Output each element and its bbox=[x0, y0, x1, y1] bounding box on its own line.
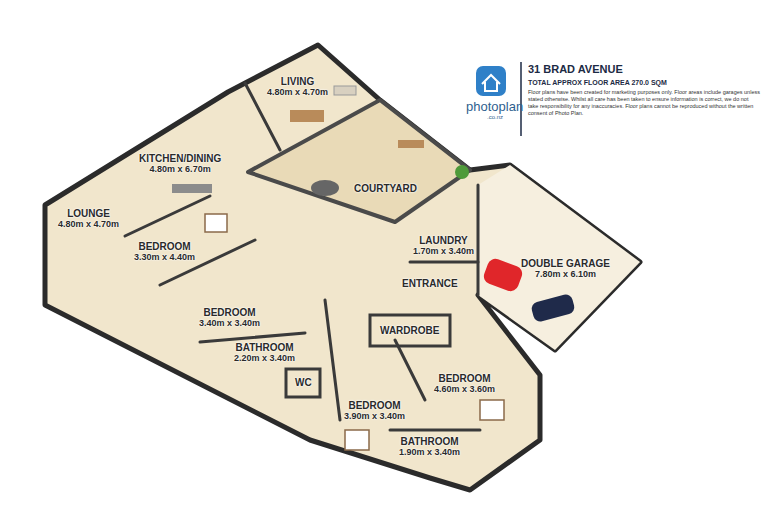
blue-car bbox=[530, 293, 576, 323]
room-label: BEDROOM3.90m x 3.40m bbox=[344, 400, 405, 421]
plan-title: 31 BRAD AVENUE bbox=[528, 63, 623, 75]
disclaimer-note: Floor plans have been created for market… bbox=[528, 89, 760, 117]
floor-area-note: TOTAL APPROX FLOOR AREA 270.0 SQM bbox=[528, 79, 667, 88]
logo-text: photoplan bbox=[466, 99, 523, 115]
room-label: COURTYARD bbox=[354, 183, 417, 194]
room-label: BEDROOM3.30m x 4.40m bbox=[134, 241, 195, 262]
room-name: ENTRANCE bbox=[402, 278, 458, 289]
room-name: BEDROOM bbox=[344, 400, 405, 411]
room-label: BATHROOM1.90m x 3.40m bbox=[399, 436, 460, 457]
room-dimension: 4.80m x 4.70m bbox=[267, 87, 328, 97]
room-name: KITCHEN/DINING bbox=[139, 153, 221, 164]
courtyard-floor bbox=[248, 100, 470, 222]
room-name: DOUBLE GARAGE bbox=[521, 258, 610, 269]
plant bbox=[455, 165, 469, 179]
room-label: BEDROOM3.40m x 3.40m bbox=[199, 307, 260, 328]
room-dimension: 1.90m x 3.40m bbox=[399, 447, 460, 457]
logo-house bbox=[482, 75, 500, 91]
room-dimension: 3.40m x 3.40m bbox=[199, 318, 260, 328]
room-name: BEDROOM bbox=[199, 307, 260, 318]
courtyard-table bbox=[311, 180, 339, 196]
bed bbox=[345, 430, 369, 450]
kitchen-bench bbox=[172, 184, 212, 193]
room-label: LIVING4.80m x 4.70m bbox=[267, 76, 328, 97]
room-dimension: 4.80m x 6.70m bbox=[139, 164, 221, 174]
room-dimension: 3.90m x 3.40m bbox=[344, 411, 405, 421]
room-name: BEDROOM bbox=[134, 241, 195, 252]
logo-text: .co.nz bbox=[487, 114, 503, 122]
room-label: LOUNGE4.80m x 4.70m bbox=[58, 208, 119, 229]
room-label: LAUNDRY1.70m x 3.40m bbox=[413, 235, 474, 256]
room-name: COURTYARD bbox=[354, 183, 417, 194]
room-label: BEDROOM4.60m x 3.60m bbox=[434, 373, 495, 394]
room-name: WC bbox=[295, 377, 312, 388]
sofa bbox=[334, 86, 356, 95]
room-dimension: 4.80m x 4.70m bbox=[58, 219, 119, 229]
room-label: WARDROBE bbox=[380, 325, 439, 336]
room-dimension: 3.30m x 4.40m bbox=[134, 252, 195, 262]
courtyard-bench bbox=[398, 140, 424, 148]
bed bbox=[205, 214, 227, 232]
room-dimension: 2.20m x 3.40m bbox=[234, 353, 295, 363]
garage-floor bbox=[478, 165, 640, 350]
logo-mark bbox=[476, 66, 506, 96]
room-label: DOUBLE GARAGE7.80m x 6.10m bbox=[521, 258, 610, 279]
room-dimension: 1.70m x 3.40m bbox=[413, 246, 474, 256]
room-label: BATHROOM2.20m x 3.40m bbox=[234, 342, 295, 363]
room-name: LAUNDRY bbox=[413, 235, 474, 246]
room-label: ENTRANCE bbox=[402, 278, 458, 289]
interior-walls bbox=[125, 83, 480, 430]
room-dimension: 4.60m x 3.60m bbox=[434, 384, 495, 394]
room-label: KITCHEN/DINING4.80m x 6.70m bbox=[139, 153, 221, 174]
bed bbox=[480, 400, 504, 420]
room-name: LIVING bbox=[267, 76, 328, 87]
room-name: BATHROOM bbox=[399, 436, 460, 447]
room-name: BATHROOM bbox=[234, 342, 295, 353]
room-dimension: 7.80m x 6.10m bbox=[521, 269, 610, 279]
room-name: BEDROOM bbox=[434, 373, 495, 384]
room-name: WARDROBE bbox=[380, 325, 439, 336]
red-car bbox=[482, 257, 525, 294]
room-label: WC bbox=[295, 377, 312, 388]
room-name: LOUNGE bbox=[58, 208, 119, 219]
dining-table bbox=[290, 110, 324, 122]
